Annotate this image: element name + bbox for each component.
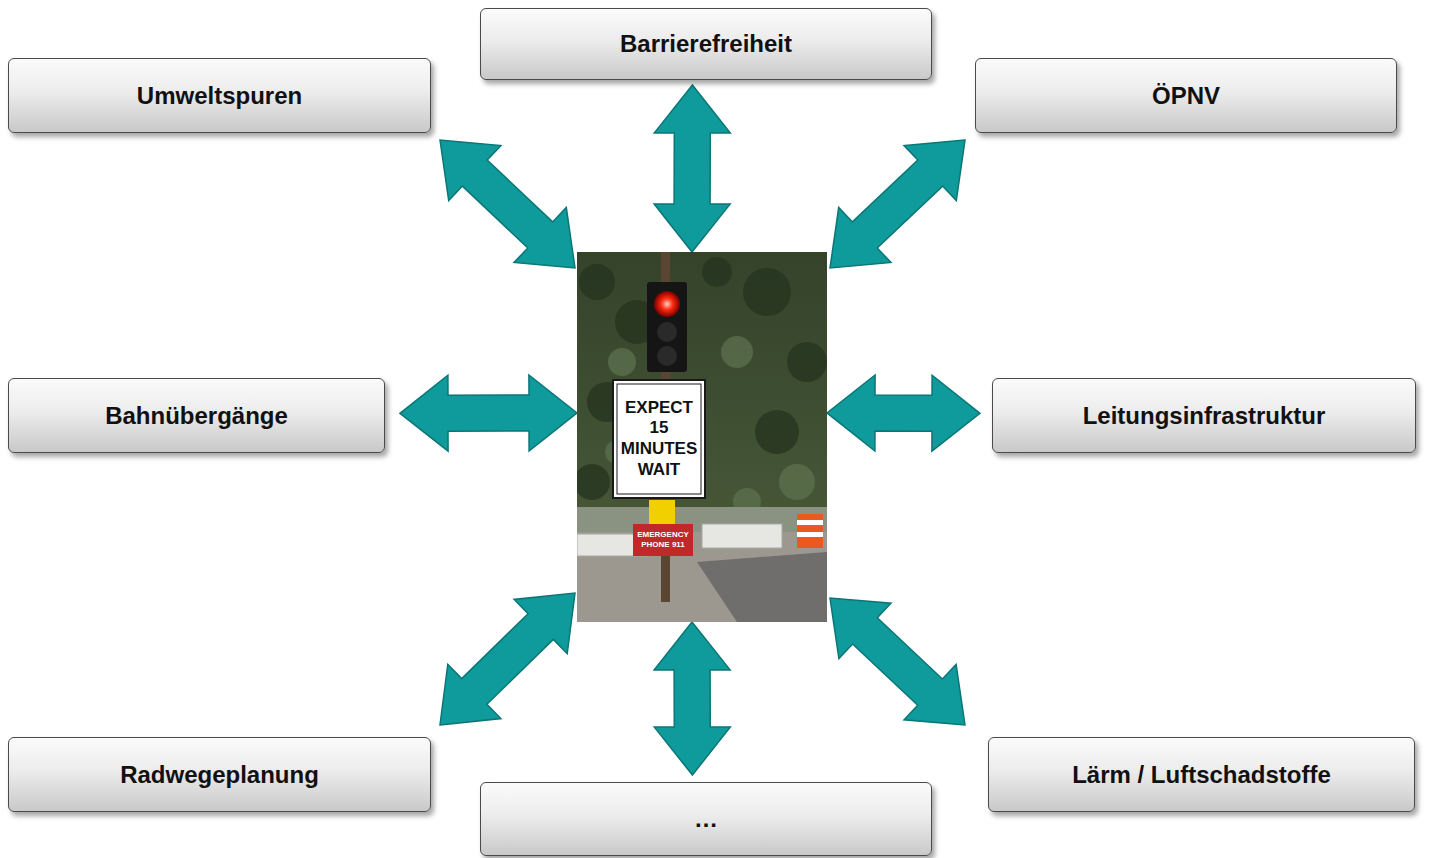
sign-text: EXPECT 15 MINUTES WAIT xyxy=(617,398,701,481)
topic-box: Leitungsinfrastruktur xyxy=(992,378,1416,453)
topic-label: Radwegeplanung xyxy=(120,761,319,789)
topic-box: Bahnübergänge xyxy=(8,378,385,453)
topic-label: … xyxy=(694,805,718,833)
double-block-arrow xyxy=(830,598,965,725)
photo-illustration xyxy=(577,252,827,622)
topic-box: … xyxy=(480,782,932,856)
topic-box: Radwegeplanung xyxy=(8,737,431,812)
topic-box: Umweltspuren xyxy=(8,58,431,133)
topic-label: Lärm / Luftschadstoffe xyxy=(1072,761,1331,789)
topic-box: ÖPNV xyxy=(975,58,1397,133)
double-block-arrow xyxy=(440,140,575,268)
double-block-arrow xyxy=(830,140,965,268)
topic-label: Barrierefreiheit xyxy=(620,30,792,58)
emergency-sign-text: EMERGENCY PHONE 911 xyxy=(633,530,693,550)
double-block-arrow xyxy=(440,593,575,725)
double-block-arrow xyxy=(400,375,577,451)
traffic-light-photo: EXPECT 15 MINUTES WAIT EMERGENCY PHONE 91… xyxy=(577,252,827,622)
double-block-arrow xyxy=(654,85,730,252)
topic-label: Bahnübergänge xyxy=(105,402,288,430)
double-block-arrow xyxy=(654,622,730,775)
topic-label: Umweltspuren xyxy=(137,82,302,110)
topic-box: Barrierefreiheit xyxy=(480,8,932,80)
topic-box: Lärm / Luftschadstoffe xyxy=(988,737,1415,812)
topic-label: ÖPNV xyxy=(1152,82,1220,110)
topic-label: Leitungsinfrastruktur xyxy=(1083,402,1326,430)
double-block-arrow xyxy=(827,375,980,451)
